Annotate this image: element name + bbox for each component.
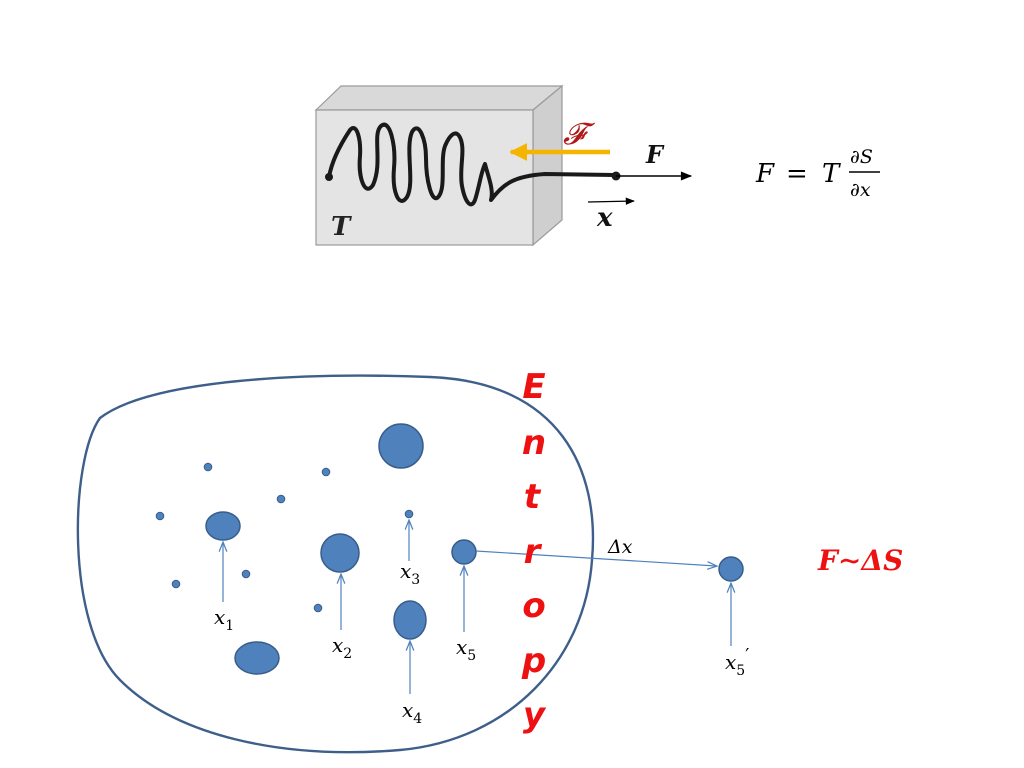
position-arrows — [223, 521, 731, 694]
position-labels: x1 x2 x3 x4 x5 x5′ Δx — [214, 536, 749, 727]
box-top-face — [314, 85, 564, 111]
formula-denominator: ∂x — [850, 179, 871, 201]
small-particle — [404, 509, 414, 519]
particle-5-displaced — [718, 556, 744, 582]
entropy-letter: y — [523, 695, 547, 735]
formula-lhs: F — [755, 159, 775, 189]
formula-numerator: ∂S — [850, 146, 873, 168]
small-particle — [155, 511, 165, 521]
displacement-label: x — [596, 203, 613, 233]
x5-prime-label: x5′ — [725, 645, 749, 679]
system-boundary — [76, 374, 595, 754]
entropy-letter: o — [522, 586, 545, 626]
large-particles — [205, 423, 744, 675]
small-particle — [321, 467, 331, 477]
x5-label: x5 — [456, 635, 476, 664]
large-particle — [234, 641, 280, 675]
box-side-face — [532, 84, 563, 247]
entropy-letter: n — [522, 423, 546, 463]
particle-1 — [205, 511, 241, 541]
entropy-letter: p — [521, 641, 546, 681]
heat-bath-box — [314, 84, 564, 247]
force-entropy-relation: F∼ΔS — [817, 544, 903, 577]
x3-label: x3 — [400, 559, 420, 588]
small-particle — [276, 494, 286, 504]
temperature-label: T — [331, 212, 352, 242]
small-particle — [241, 569, 251, 579]
x1-label: x1 — [214, 605, 234, 634]
small-particle — [171, 579, 181, 589]
entropic-force-formula: F = T ∂S ∂x — [755, 146, 880, 201]
box-front-face — [315, 109, 534, 246]
large-particle — [378, 423, 424, 469]
delta-x-label: Δx — [607, 536, 633, 558]
force-label: F — [645, 140, 665, 169]
entropy-letter: t — [524, 477, 542, 517]
particle-2 — [320, 533, 360, 573]
small-particle — [203, 462, 213, 472]
polymer-chain — [327, 122, 616, 207]
small-particles — [155, 462, 414, 613]
displacement-vector-arrow — [587, 197, 635, 205]
formula-equals: = — [786, 159, 808, 189]
entropy-word: E n t r o p y — [521, 367, 547, 735]
displacement-arrow — [475, 550, 716, 566]
entropy-letter: E — [522, 367, 545, 407]
chain-start-node — [325, 173, 333, 181]
entropy-letter: r — [524, 532, 543, 572]
small-particle — [313, 603, 323, 613]
particle-4 — [393, 600, 427, 640]
x2-label: x2 — [332, 633, 352, 662]
particle-5 — [451, 539, 477, 565]
formula-factor: T — [822, 159, 841, 189]
x4-label: x4 — [402, 698, 422, 727]
entropic-force-label: 𝓕 — [563, 117, 596, 152]
